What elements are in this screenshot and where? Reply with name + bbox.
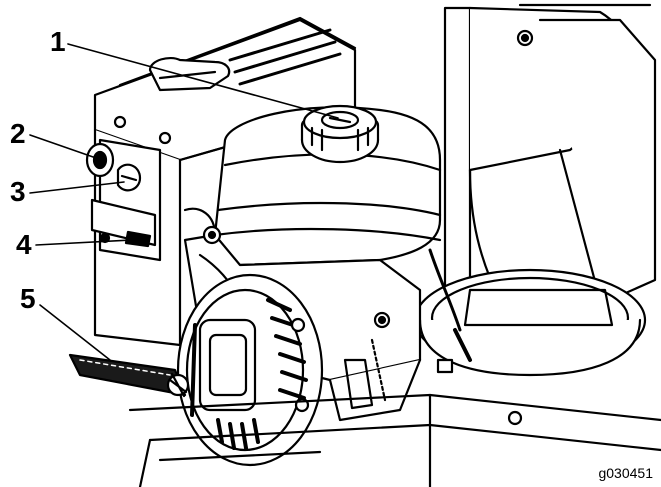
- fuel-cap: [300, 104, 380, 164]
- callout-1: 1: [50, 26, 66, 57]
- callout-3: 3: [10, 176, 26, 207]
- recoil-starter: [176, 273, 324, 467]
- control-panel: [85, 138, 162, 262]
- base-frame: [128, 393, 661, 487]
- leader-line-2: [29, 134, 97, 159]
- fuel-tank: [213, 106, 442, 267]
- leader-lines: [29, 43, 339, 361]
- callout-2: 2: [10, 118, 26, 149]
- leader-line-5: [39, 304, 111, 361]
- callout-4: 4: [16, 229, 32, 260]
- chute-ring: [413, 248, 647, 377]
- discharge-chute: [443, 3, 657, 302]
- figure-id: g030451: [598, 465, 653, 481]
- recoil-handle: [68, 353, 190, 398]
- leader-line-4: [35, 239, 133, 246]
- leader-line-3: [29, 181, 125, 194]
- leader-line-1: [67, 43, 339, 119]
- callout-5: 5: [20, 283, 36, 314]
